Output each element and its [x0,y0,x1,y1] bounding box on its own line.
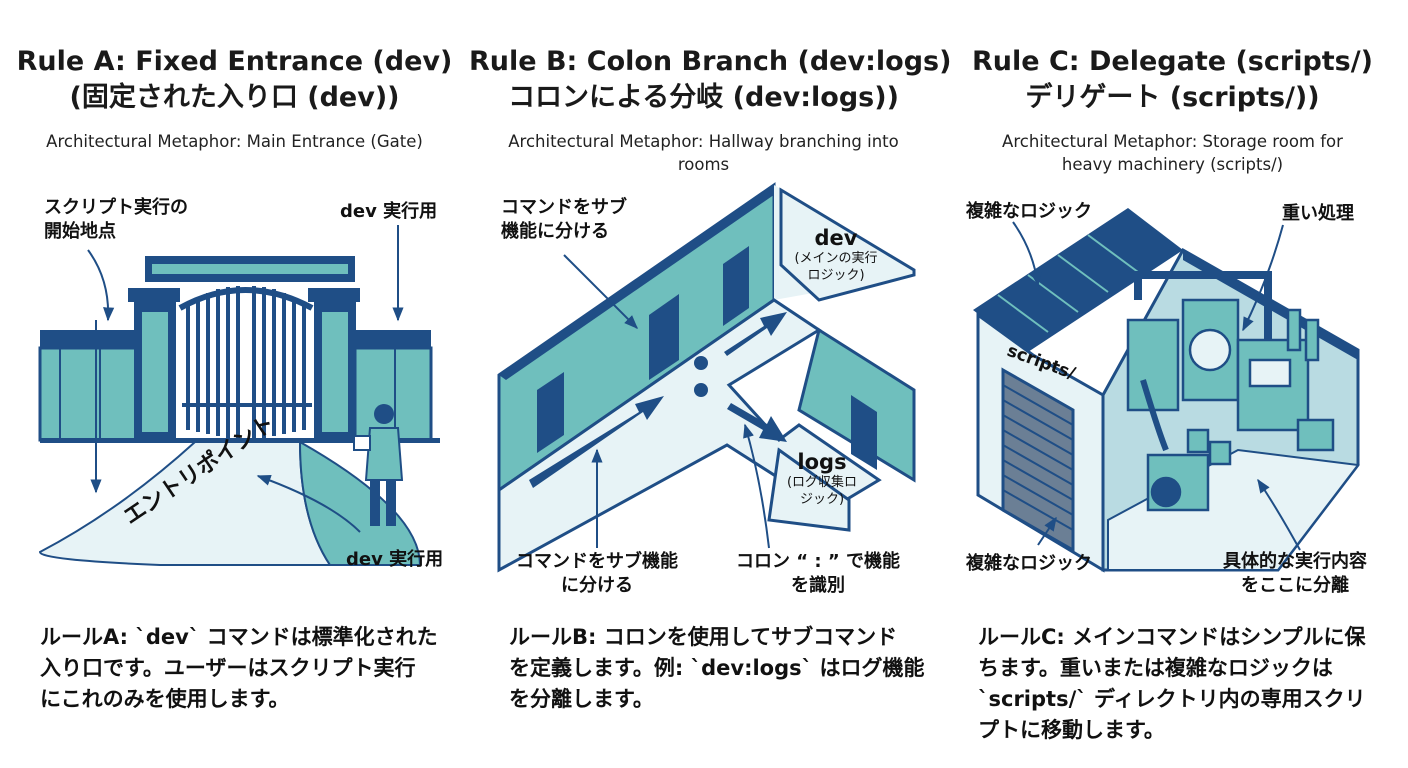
right-wall [353,330,433,442]
hallway-illustration [497,182,916,573]
panel-title: Rule A: Fixed Entrance (dev) (固定された入り口 (… [0,44,469,116]
title-line-1: Rule C: Delegate (scripts/) [972,46,1373,77]
metaphor-caption: Architectural Metaphor: Main Entrance (G… [46,132,423,151]
panel-rule-a: Rule A: Fixed Entrance (dev) (固定された入り口 (… [0,0,469,768]
panel-rule-c: Rule C: Delegate (scripts/) デリゲート (scrip… [938,0,1407,768]
panel-title: Rule B: Colon Branch (dev:logs) コロンによる分岐… [469,44,952,116]
panel-title: Rule C: Delegate (scripts/) デリゲート (scrip… [938,44,1407,116]
title-line-2: (固定された入り口 (dev)) [69,82,400,113]
complex-logic-top-label: 複雑なロジック [966,201,1092,222]
right-pillar [308,288,360,442]
dev-exec-bottom-label: dev 実行用 [346,549,444,570]
split-top-label: コマンドをサブ 機能に分ける [501,197,627,242]
heavy-processing-label: 重い処理 [1282,203,1354,224]
dev-room [779,187,916,302]
script-start-label: スクリプト実行の 開始地点 [44,197,188,242]
gate-illustration: エントリポイント [38,225,440,566]
colon-identify-label: コロン “ : ” で機能 を識別 [736,551,900,596]
left-pillar [128,288,180,442]
title-line-1: Rule A: Fixed Entrance (dev) [16,46,453,77]
title-line-2: デリゲート (scripts/)) [1025,82,1320,113]
storage-room-illustration: scripts/ [973,208,1360,573]
gate-bars [178,286,314,440]
colon-dot-bottom [694,383,708,397]
panel-rule-b: Rule B: Colon Branch (dev:logs) コロンによる分岐… [469,0,952,768]
dev-exec-top-label: dev 実行用 [340,201,438,222]
title-line-1: Rule B: Colon Branch (dev:logs) [469,46,952,77]
title-line-2: コロンによる分岐 (dev:logs)) [508,82,899,113]
hallway-floor [497,298,882,573]
person-figure [353,404,404,526]
rule-description: ルールA: `dev` コマンドは標準化された 入り口です。ユーザーはスクリプト… [40,625,438,711]
rule-description: ルールB: コロンを使用してサブコマンド を定義します。例: `dev:logs… [509,625,925,711]
metaphor-caption: Architectural Metaphor: Storage room for… [1002,132,1343,174]
metaphor-caption: Architectural Metaphor: Hallway branchin… [508,132,899,174]
colon-dot-top [694,356,708,370]
left-wall [38,330,142,442]
concrete-exec-label: 具体的な実行内容 をここに分離 [1223,551,1367,596]
logs-room [767,447,851,532]
floor-arrows [529,312,787,488]
dev-room-label: dev (メインの実行 ロジック) [794,226,878,283]
machinery [1126,271,1335,512]
complex-logic-bottom-label: 複雑なロジック [966,553,1092,574]
rule-description: ルールC: メインコマンドはシンプルに保 ちます。重いまたは複雑なロジックは `… [978,625,1366,742]
logs-room-label: logs (ログ収集ロ ジック) [786,450,858,507]
split-bottom-label: コマンドをサブ機能 に分ける [516,551,678,596]
